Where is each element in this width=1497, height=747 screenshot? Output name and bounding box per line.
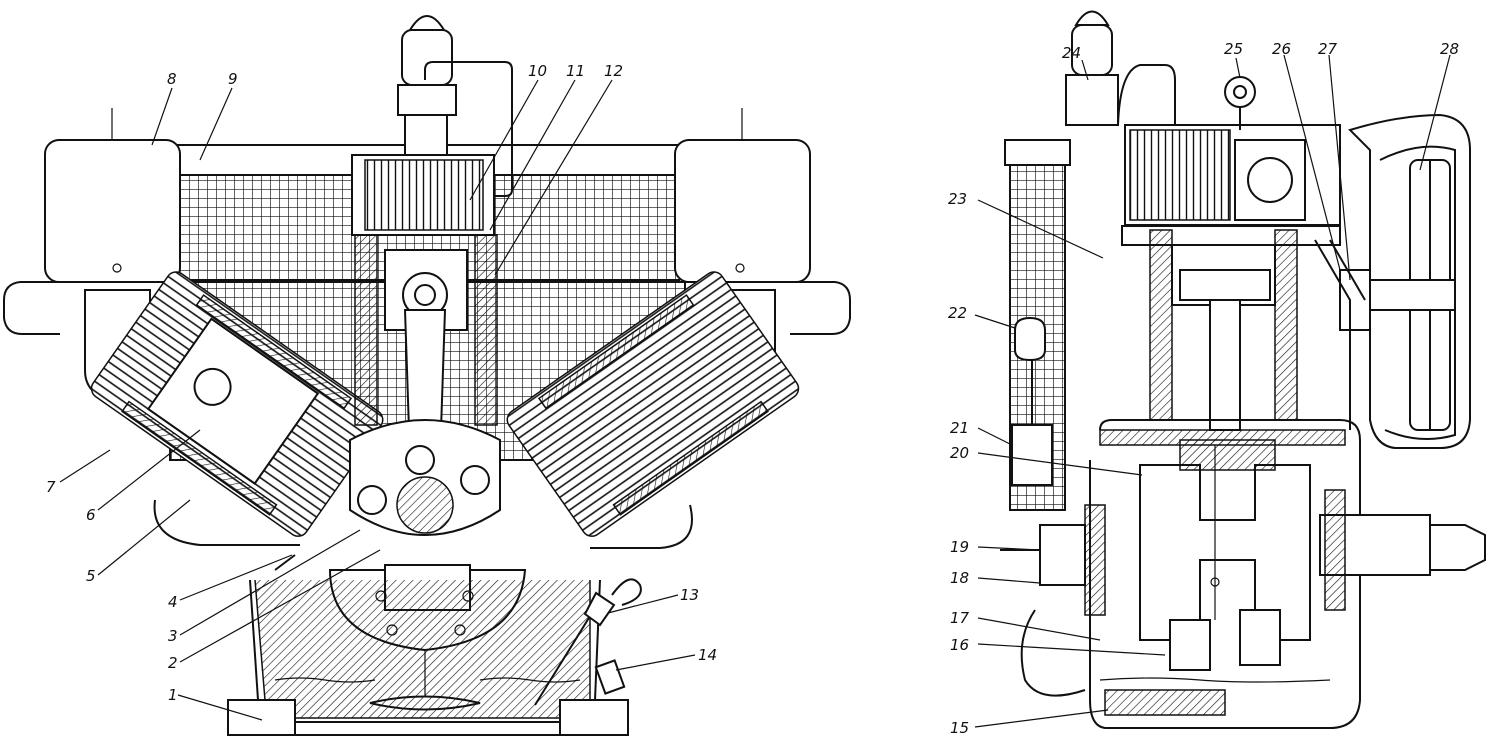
label-12: 12	[604, 62, 623, 80]
label-18: 18	[950, 569, 969, 587]
label-10: 10	[528, 62, 547, 80]
label-26: 26	[1272, 40, 1291, 58]
label-4: 4	[168, 593, 178, 611]
label-16: 16	[950, 636, 969, 654]
label-21: 21	[950, 419, 969, 437]
label-27: 27	[1318, 40, 1338, 58]
label-3: 3	[168, 627, 178, 645]
label-22: 22	[948, 304, 967, 322]
label-8: 8	[167, 70, 177, 88]
label-20: 20	[950, 444, 969, 462]
side-view	[1000, 10, 1486, 729]
receiver-tank-left	[44, 139, 181, 283]
part-labels: 1 2 3 4 5 6 7 8 9 10 11 12 13 14 15 16 1…	[46, 40, 1459, 737]
front-view	[3, 15, 851, 736]
label-17: 17	[950, 609, 970, 627]
right-cylinder	[506, 271, 800, 537]
receiver-tank-right	[674, 139, 811, 283]
label-9: 9	[228, 70, 238, 88]
label-28: 28	[1440, 40, 1459, 58]
label-23: 23	[948, 190, 967, 208]
label-5: 5	[86, 567, 96, 585]
label-7: 7	[46, 478, 56, 496]
left-cylinder	[90, 271, 384, 537]
label-19: 19	[950, 538, 969, 556]
label-14: 14	[698, 646, 717, 664]
label-13: 13	[680, 586, 699, 604]
label-11: 11	[566, 62, 585, 80]
label-6: 6	[86, 506, 96, 524]
label-15: 15	[950, 719, 969, 737]
label-25: 25	[1224, 40, 1243, 58]
label-24: 24	[1062, 44, 1081, 62]
leader-lines	[59, 54, 1451, 728]
label-2: 2	[168, 654, 178, 672]
label-1: 1	[168, 686, 178, 704]
